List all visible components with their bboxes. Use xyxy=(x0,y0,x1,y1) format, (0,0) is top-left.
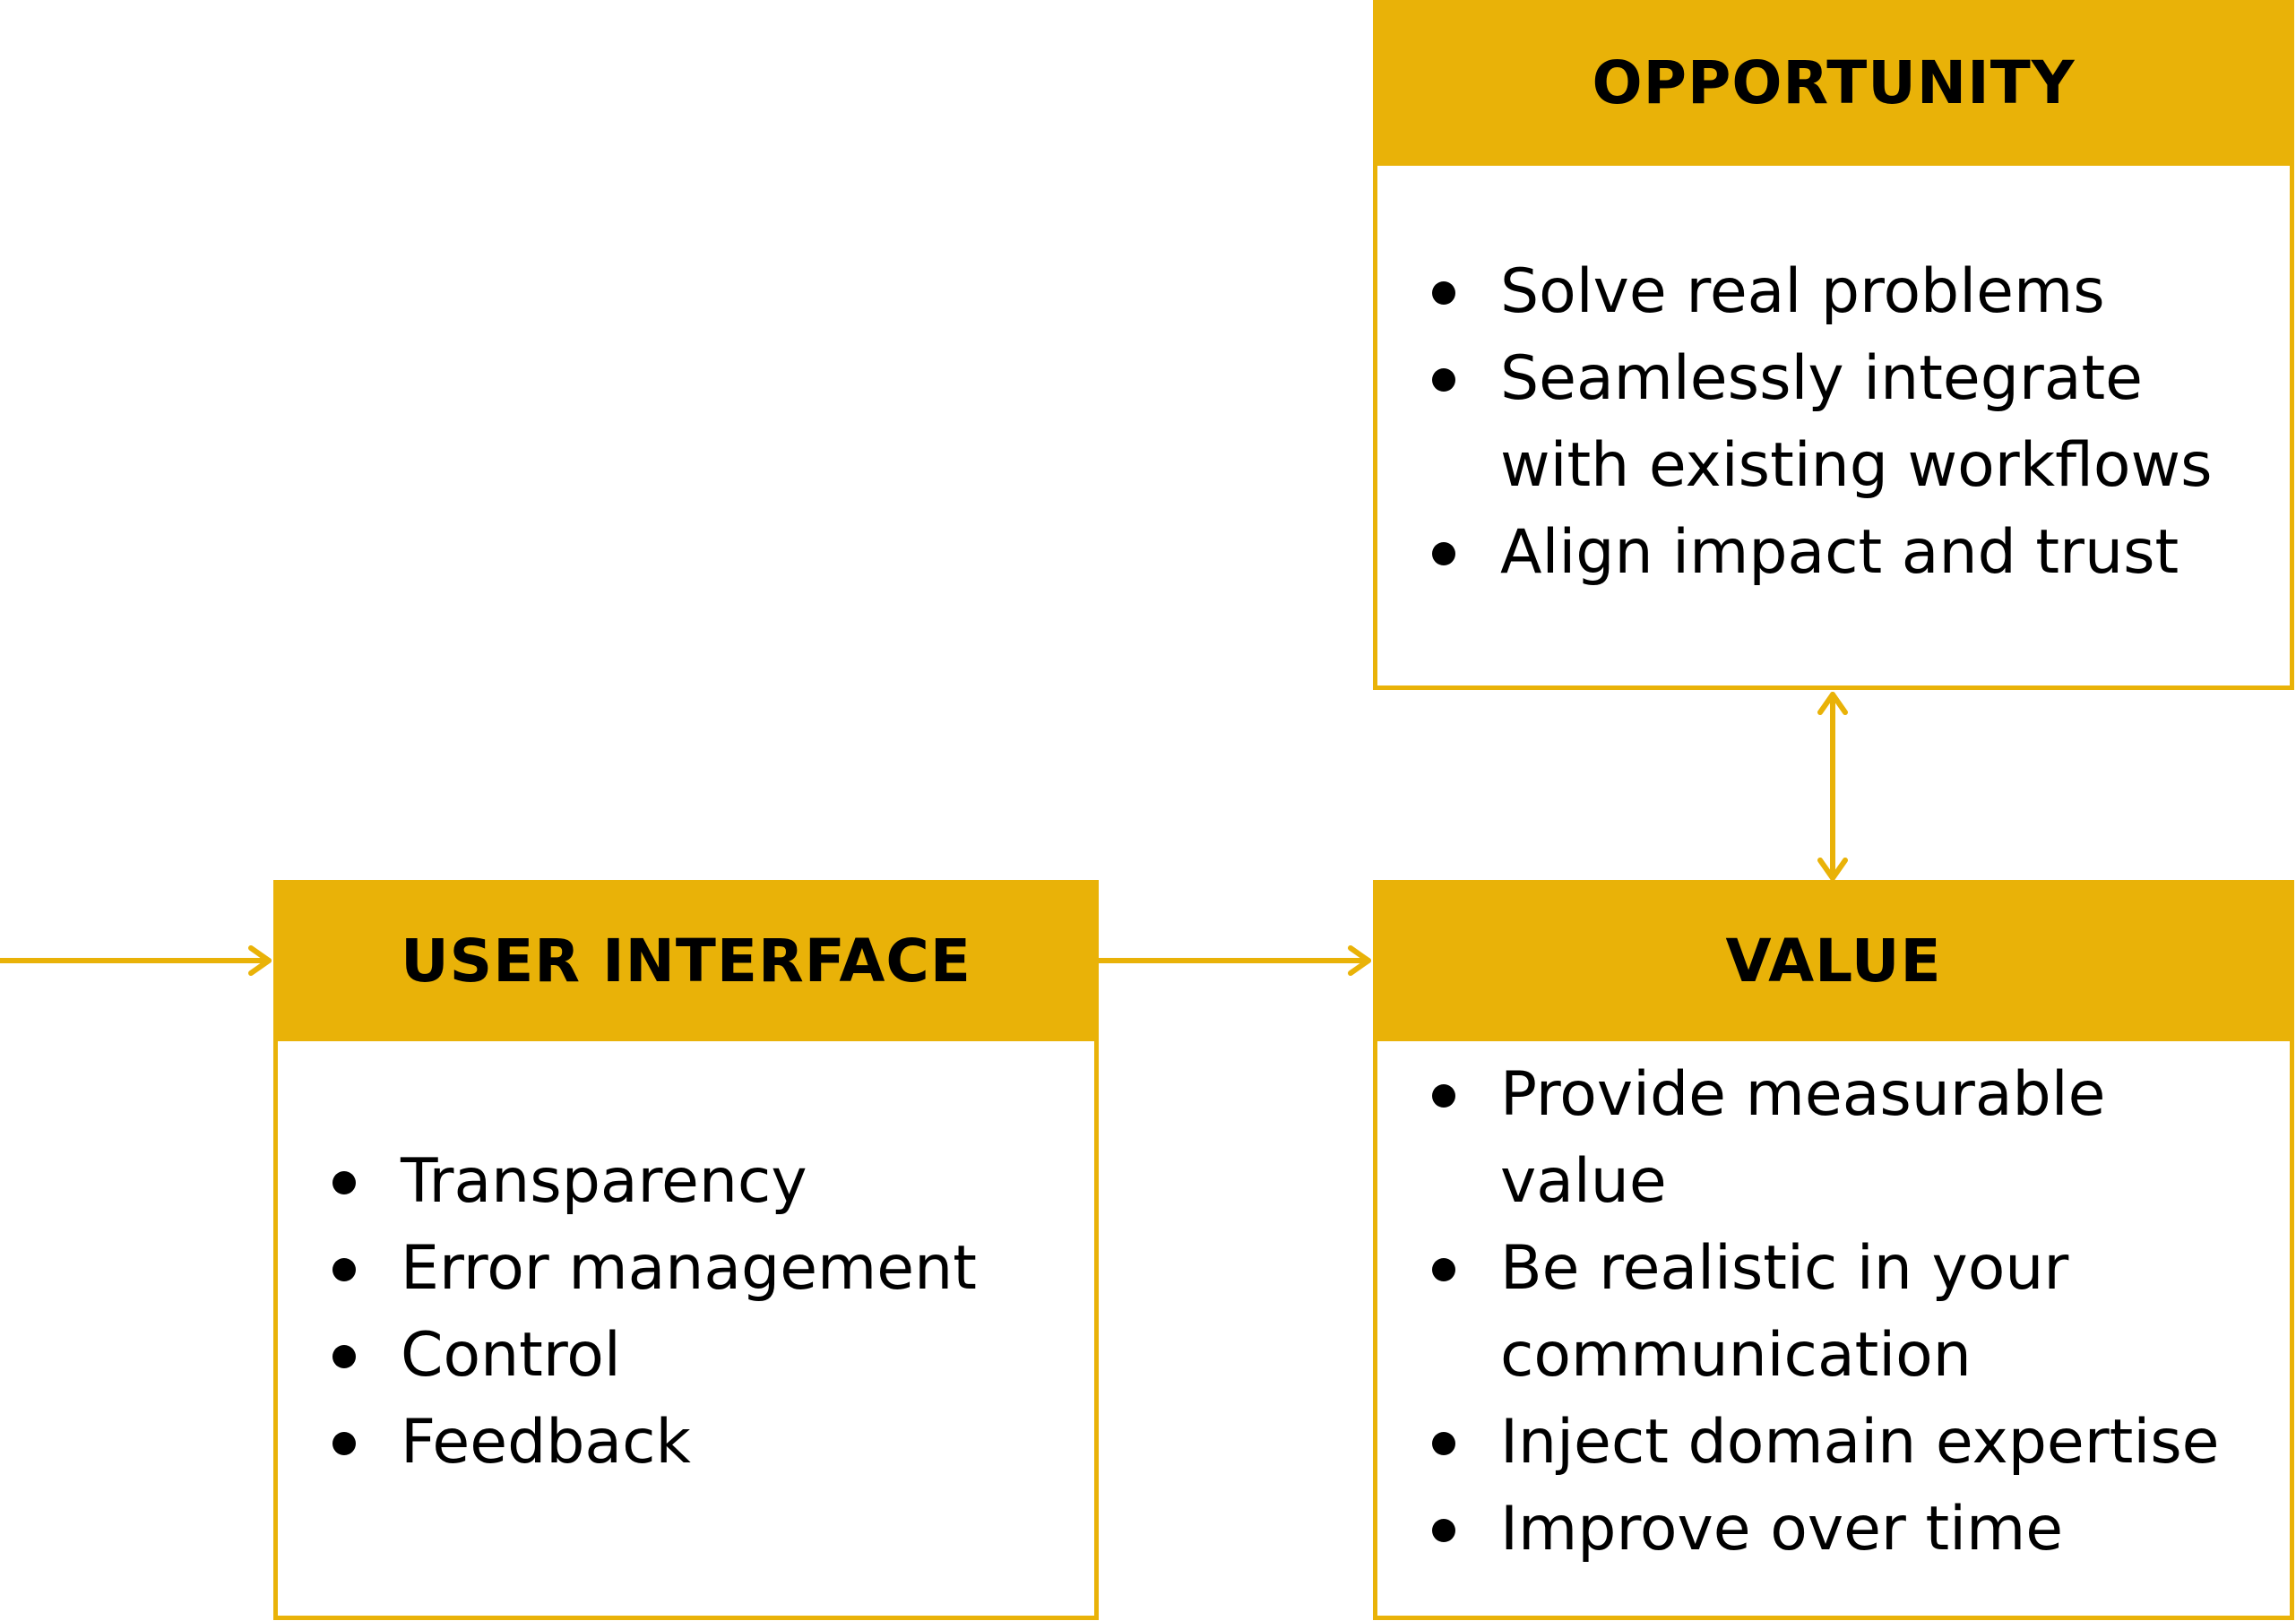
bullet-icon xyxy=(1432,1084,1455,1108)
bullet-icon xyxy=(332,1258,356,1281)
bullet-icon xyxy=(332,1171,356,1194)
list-item-text: Inject domain expertise xyxy=(1500,1407,2220,1478)
bullet-icon xyxy=(1432,1258,1455,1281)
list-item: Inject domain expertise xyxy=(1377,1399,2290,1486)
value-box: VALUE Provide measurable value Be realis… xyxy=(1373,880,2294,1620)
arrowhead-opportunity xyxy=(1817,692,1848,715)
arrowhead-user-interface xyxy=(248,945,272,976)
list-item: Control xyxy=(278,1312,1094,1399)
list-item: Improve over time xyxy=(1377,1486,2290,1573)
list-item: Transparency xyxy=(278,1138,1094,1225)
list-item: Be realistic in your communication xyxy=(1377,1225,2290,1399)
bullet-icon xyxy=(332,1345,356,1368)
value-list: Provide measurable value Be realistic in… xyxy=(1377,1051,2290,1573)
user-interface-header: USER INTERFACE xyxy=(273,880,1099,1041)
bullet-icon xyxy=(1432,542,1455,565)
bullet-icon xyxy=(332,1432,356,1455)
bullet-icon xyxy=(1432,1519,1455,1542)
list-item-text: Provide measurable value xyxy=(1500,1059,2106,1217)
list-item: Provide measurable value xyxy=(1377,1051,2290,1225)
list-item-text: Control xyxy=(401,1320,621,1391)
user-interface-list: Transparency Error management Control Fe… xyxy=(278,1138,1094,1486)
list-item-text: Transparency xyxy=(401,1146,807,1217)
bullet-icon xyxy=(1432,368,1455,392)
list-item: Solve real problems xyxy=(1377,248,2290,335)
opportunity-list: Solve real problems Seamlessly integrate… xyxy=(1377,248,2290,596)
opportunity-header: OPPORTUNITY xyxy=(1373,0,2294,166)
value-title: VALUE xyxy=(1725,926,1942,996)
value-header: VALUE xyxy=(1373,880,2294,1041)
opportunity-title: OPPORTUNITY xyxy=(1592,48,2076,117)
list-item: Error management xyxy=(278,1225,1094,1312)
list-item-text: Error management xyxy=(401,1233,977,1304)
list-item-text: Seamlessly integrate with existing workf… xyxy=(1500,343,2213,501)
list-item-text: Feedback xyxy=(401,1407,691,1478)
opportunity-box: OPPORTUNITY Solve real problems Seamless… xyxy=(1373,0,2294,690)
list-item: Feedback xyxy=(278,1399,1094,1486)
list-item: Seamlessly integrate with existing workf… xyxy=(1377,335,2290,509)
list-item-text: Solve real problems xyxy=(1500,256,2105,327)
list-item-text: Align impact and trust xyxy=(1500,517,2179,588)
value-body: Provide measurable value Be realistic in… xyxy=(1377,1051,2290,1573)
opportunity-body: Solve real problems Seamlessly integrate… xyxy=(1377,248,2290,596)
list-item: Align impact and trust xyxy=(1377,509,2290,596)
bullet-icon xyxy=(1432,281,1455,305)
bullet-icon xyxy=(1432,1432,1455,1455)
user-interface-body: Transparency Error management Control Fe… xyxy=(278,1138,1094,1486)
arrowhead-value xyxy=(1348,945,1371,976)
arrowhead-value-top xyxy=(1817,858,1848,881)
user-interface-box: USER INTERFACE Transparency Error manage… xyxy=(273,880,1099,1620)
user-interface-title: USER INTERFACE xyxy=(401,926,971,996)
list-item-text: Improve over time xyxy=(1500,1494,2064,1565)
list-item-text: Be realistic in your communication xyxy=(1500,1233,2069,1391)
